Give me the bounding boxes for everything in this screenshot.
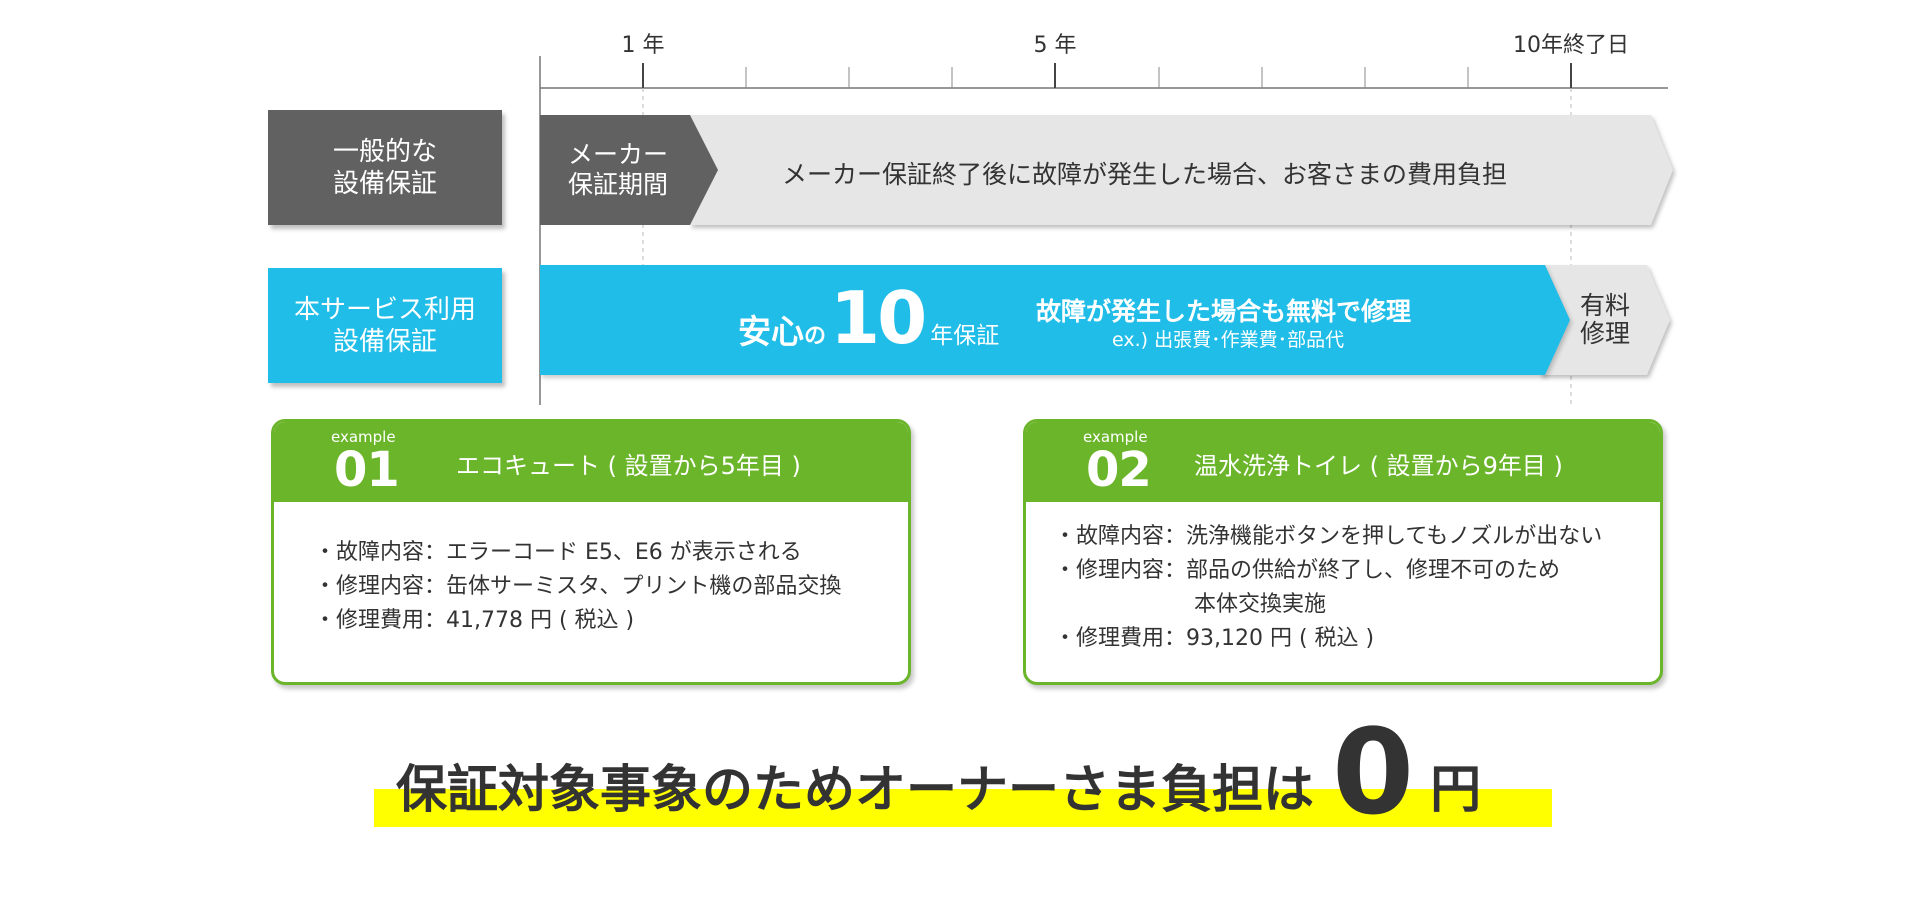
tick-label-1yr: 1 年 xyxy=(621,33,665,58)
nen-hosho-text: 年保証 xyxy=(930,323,1000,349)
paid-repair-label: 有料 修理 xyxy=(1570,292,1640,348)
row-label-service: 本サービス利用 設備保証 xyxy=(268,268,502,383)
example-tag: example xyxy=(331,428,396,446)
conclusion-zero: 0 xyxy=(1332,703,1415,841)
paid-repair-arrow xyxy=(1540,265,1670,375)
repair-detail: ・修理内容：部品の供給が終了し、修理不可のため xyxy=(1054,558,1561,583)
example-card-01-body: ・故障内容：エラーコード E5、E6 が表示される ・修理内容：缶体サーミスタ、… xyxy=(274,502,908,638)
repair-detail: ・修理内容：缶体サーミスタ、プリント機の部品交換 xyxy=(314,574,842,599)
row-label-general-line1: 一般的な xyxy=(332,136,437,167)
example-tag: example xyxy=(1083,428,1148,446)
example-title: エコキュート ( 設置から5年目 ) xyxy=(456,452,801,480)
conclusion-yen: 円 xyxy=(1430,761,1482,820)
example-number: 02 xyxy=(1086,442,1152,498)
general-cost-arrow xyxy=(690,115,1673,225)
example-card-01: example 01 エコキュート ( 設置から5年目 ) ・故障内容：エラーコ… xyxy=(271,419,911,685)
row-label-general-line2: 設備保証 xyxy=(332,168,437,199)
anshin-text: 安心 xyxy=(738,312,804,351)
example-card-02: example 02 温水洗浄トイレ ( 設置から9年目 ) ・故障内容：洗浄機… xyxy=(1023,419,1663,685)
repair-cost: ・修理費用：41,778 円 ( 税込 ) xyxy=(314,608,635,633)
row-label-service-line2: 設備保証 xyxy=(332,326,437,357)
free-repair-text: 故障が発生した場合も無料で修理 xyxy=(1036,297,1412,326)
maker-warranty-line2: 保証期間 xyxy=(567,170,668,199)
tick-label-10yr-end: 10年終了日 xyxy=(1513,33,1629,58)
maker-warranty-arrow xyxy=(540,115,718,225)
failure-detail: ・故障内容：エラーコード E5、E6 が表示される xyxy=(314,540,802,565)
repair-detail-cont: 本体交換実施 xyxy=(1194,592,1327,617)
conclusion-main: 保証対象事象のためオーナーさま負担は xyxy=(396,761,1315,820)
row-label-service-line1: 本サービス利用 xyxy=(293,294,476,325)
paid-repair-line1: 有料 xyxy=(1579,291,1630,320)
example-card-01-header: example 01 エコキュート ( 設置から5年目 ) xyxy=(274,422,908,502)
general-cost-description: メーカー保証終了後に故障が発生した場合、お客さまの費用負担 xyxy=(782,160,1508,189)
row-label-general: 一般的な 設備保証 xyxy=(268,110,502,225)
example-number: 01 xyxy=(334,442,400,498)
example-title: 温水洗浄トイレ ( 設置から9年目 ) xyxy=(1194,452,1563,480)
tick-label-5yr: 5 年 xyxy=(1033,33,1077,58)
example-card-02-body: ・故障内容：洗浄機能ボタンを押してもノズルが出ない ・修理内容：部品の供給が終了… xyxy=(1026,502,1660,656)
maker-warranty-line1: メーカー xyxy=(567,140,668,169)
failure-detail: ・故障内容：洗浄機能ボタンを押してもノズルが出ない xyxy=(1054,524,1603,549)
example-card-02-header: example 02 温水洗浄トイレ ( 設置から9年目 ) xyxy=(1026,422,1660,502)
ten-number: 10 xyxy=(830,276,927,360)
maker-warranty-label: メーカー 保証期間 xyxy=(548,140,688,200)
paid-repair-line2: 修理 xyxy=(1579,319,1630,348)
conclusion-highlight xyxy=(374,789,1552,827)
free-repair-detail: ex.) 出張費･作業費･部品代 xyxy=(1112,329,1345,351)
repair-cost: ・修理費用：93,120 円 ( 税込 ) xyxy=(1054,626,1375,651)
free-warranty-arrow xyxy=(540,265,1570,375)
no-text: の xyxy=(804,324,827,349)
